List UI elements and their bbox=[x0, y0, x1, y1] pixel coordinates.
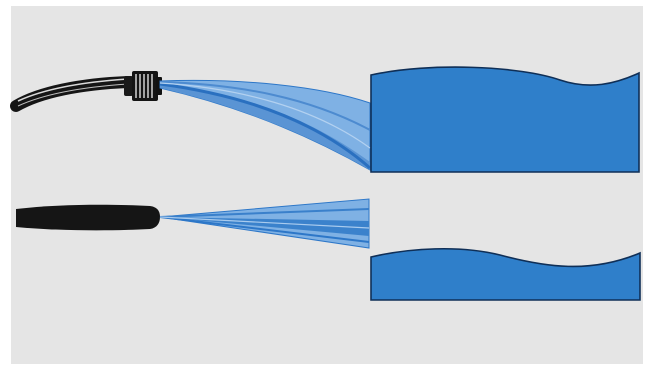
water-block-icon bbox=[370, 247, 641, 301]
hose-fitting-icon bbox=[124, 71, 162, 101]
arc-spray-icon bbox=[159, 79, 371, 171]
water-block-icon bbox=[370, 66, 640, 173]
straight-spray-icon bbox=[159, 198, 370, 249]
diagram-background bbox=[11, 6, 643, 364]
curved-spray-row bbox=[10, 66, 640, 173]
straight-spray-row bbox=[16, 198, 641, 301]
pressure-nozzle-icon bbox=[16, 204, 160, 231]
garden-hose-icon bbox=[10, 76, 134, 112]
